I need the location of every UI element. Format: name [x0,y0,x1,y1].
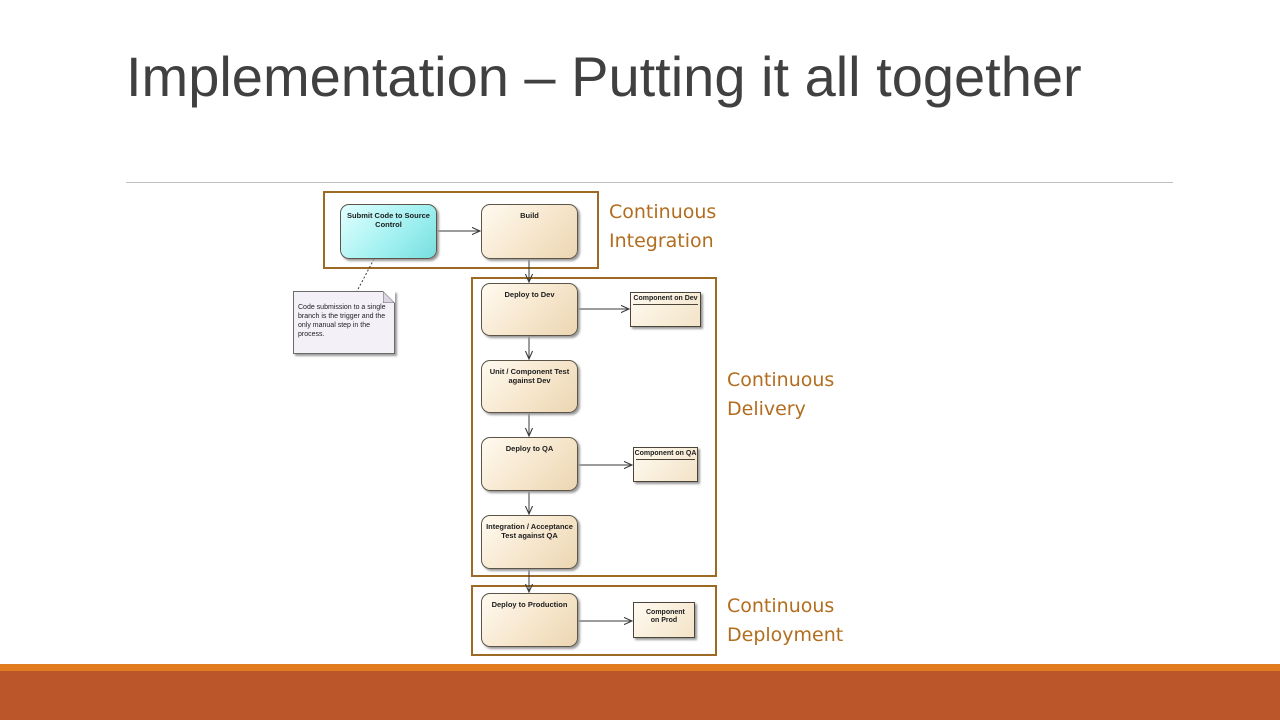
deploy-to-dev-label: Deploy to Dev [504,290,555,299]
deploy-to-production-node: Deploy to Production [481,593,578,647]
component-on-prod-artifact: Component on Prod [633,602,695,638]
continuous-delivery-box [471,277,717,577]
component-on-qa-label: Component on QA [634,450,697,457]
unit-component-test-label: Unit / Component Test against Dev [489,367,570,385]
unit-component-test-node: Unit / Component Test against Dev [481,360,578,413]
submit-code-node: Submit Code to Source Control [340,204,437,259]
continuous-delivery-label: Continuous Delivery [727,369,835,420]
manual-trigger-note: Code submission to a single branch is th… [293,291,395,354]
footer-bar [0,671,1280,720]
component-on-dev-artifact: Component on Dev [630,292,701,327]
note-anchor-line [355,258,375,294]
slide-title: Implementation – Putting it all together [126,45,1082,108]
build-label: Build [520,211,539,220]
note-fold-icon [383,291,395,303]
deploy-to-dev-node: Deploy to Dev [481,283,578,336]
component-on-dev-label: Component on Dev [633,295,698,302]
integration-acceptance-test-label: Integration / Acceptance Test against QA [486,522,573,540]
continuous-deployment-label: Continuous Deployment [727,595,844,646]
title-divider [126,182,1173,183]
continuous-integration-label: Continuous Integration [609,201,717,252]
integration-acceptance-test-node: Integration / Acceptance Test against QA [481,515,578,569]
continuous-integration-box [323,191,599,269]
submit-code-label: Submit Code to Source Control [347,211,430,229]
footer-accent-stripe [0,664,1280,671]
note-text: Code submission to a single branch is th… [298,304,386,338]
deploy-to-qa-node: Deploy to QA [481,437,578,491]
build-node: Build [481,204,578,259]
deploy-to-production-label: Deploy to Production [491,600,568,609]
continuous-deployment-box [471,585,717,656]
component-on-prod-label: Component on Prod [646,609,685,624]
component-on-qa-artifact: Component on QA [633,447,698,482]
deploy-to-qa-label: Deploy to QA [505,444,554,453]
